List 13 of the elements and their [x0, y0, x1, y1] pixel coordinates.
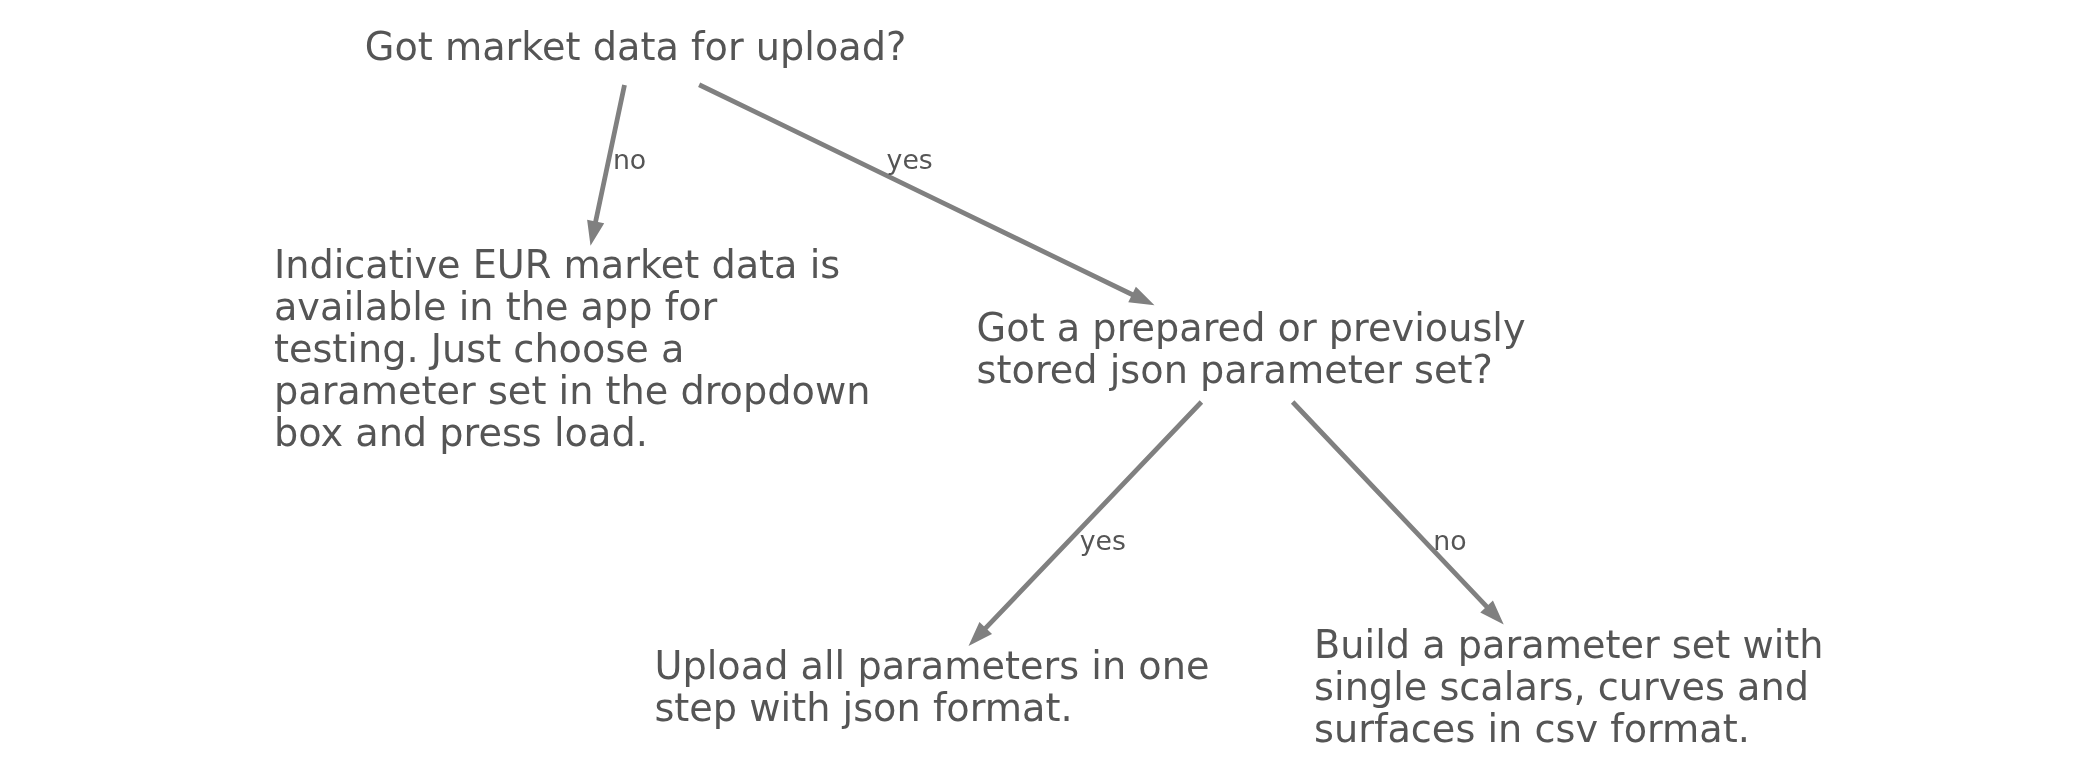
arrow [698, 82, 1155, 306]
edge-label: yes [1079, 524, 1126, 556]
node-text: Got market data for upload? [364, 24, 907, 69]
edge-label: no [612, 144, 647, 175]
arrow [968, 400, 1204, 647]
edge-label: no [1433, 524, 1467, 556]
node-text: Indicative EUR market data is available in the app for testing. Just choose a parameter set in the dropdown box and press load. [273, 242, 871, 455]
arrow [1290, 400, 1504, 625]
arrow [587, 84, 627, 246]
node-text: Build a parameter set with single scalars, curves and surfaces in csv format. [1314, 623, 1824, 752]
node-text: Got a prepared or previously stored json parameter set? [976, 305, 1526, 392]
edge-label: yes [886, 144, 933, 175]
node-text: Upload all parameters in one step with json format. [654, 644, 1210, 731]
